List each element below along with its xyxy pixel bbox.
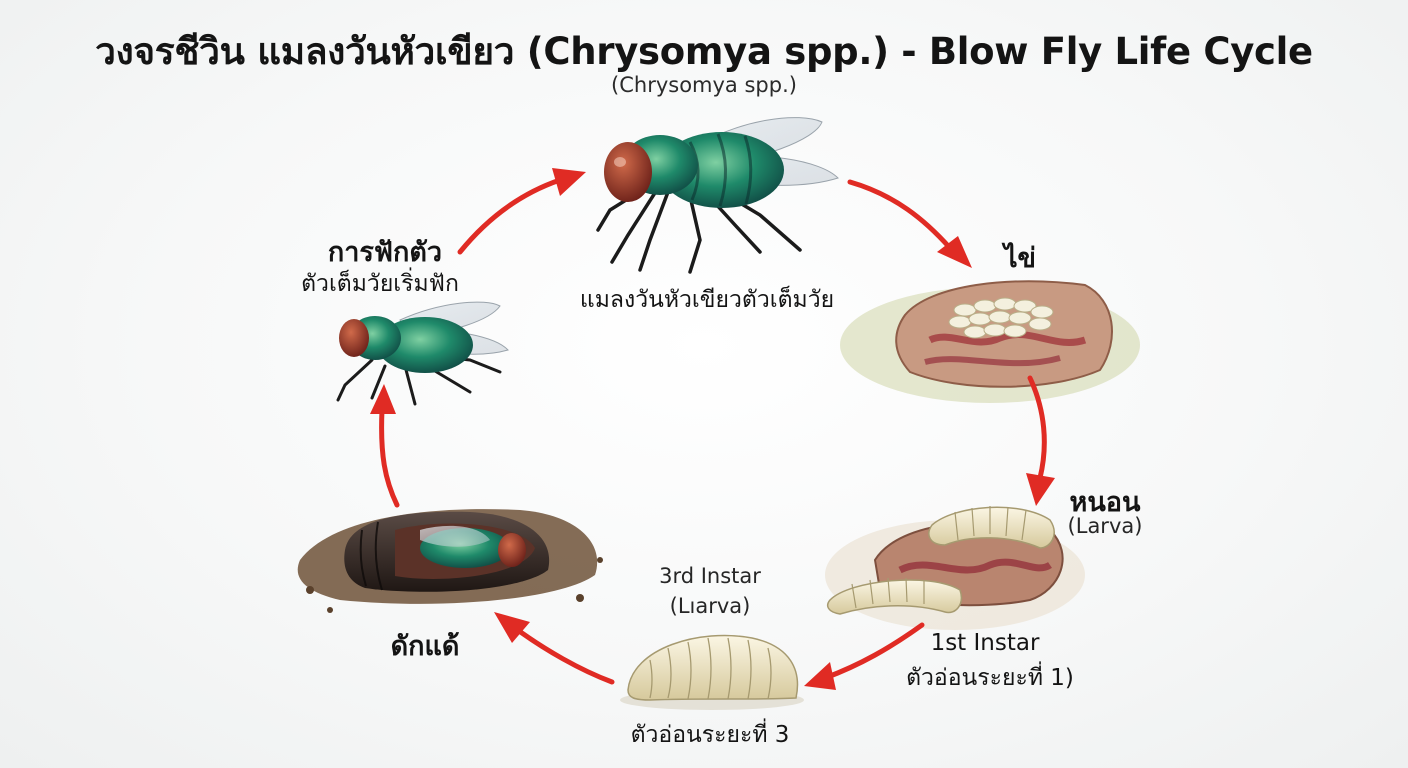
cycle-arrows [379,177,1047,685]
larvae-on-meat-icon [825,506,1085,630]
label-larva: หนอน [1069,487,1141,518]
cycle-arrowheads [370,168,1055,690]
arrow-emergence-to-adult [457,177,563,255]
label-third-instar-thai: ตัวอ่อนระยะที่ 3 [630,722,790,748]
label-third-instar: 3rd Instar [659,564,761,588]
emerging-fly-icon [336,301,509,406]
label-pupa: ดักแด้ [390,631,460,662]
egg-mass-icon [840,280,1140,403]
arrow-third-instar-to-pupa [512,625,615,685]
label-adult: แมลงวันหัวเขียวตัวเต็มวัย [579,287,835,313]
label-third-instar-larva: (Lıarva) [669,594,751,618]
label-first-instar-thai: ตัวอ่อนระยะที่ 1) [906,665,1074,691]
page-title: วงจรชีวิน แมลงวันหัวเขียว (Chrysomya spp… [95,30,1313,73]
arrow-larva-to-third-instar [822,622,925,681]
label-larva-sub: (Larva) [1067,514,1143,538]
label-first-instar: 1st Instar [930,630,1040,656]
label-emergence-sub: ตัวเต็มวัยเริ่มฟัก [301,271,459,297]
pupa-icon [297,509,603,613]
label-emergence: การฟักตัว [327,237,443,268]
adult-fly-icon [596,117,839,274]
label-egg: ไข่ [1003,243,1037,274]
third-instar-larva-icon [620,634,804,710]
arrow-adult-to-egg [847,179,953,251]
arrow-pupa-to-emergence [379,407,400,508]
arrow-egg-to-larva [1027,375,1047,481]
page-subtitle: (Chrysomya spp.) [611,73,797,97]
